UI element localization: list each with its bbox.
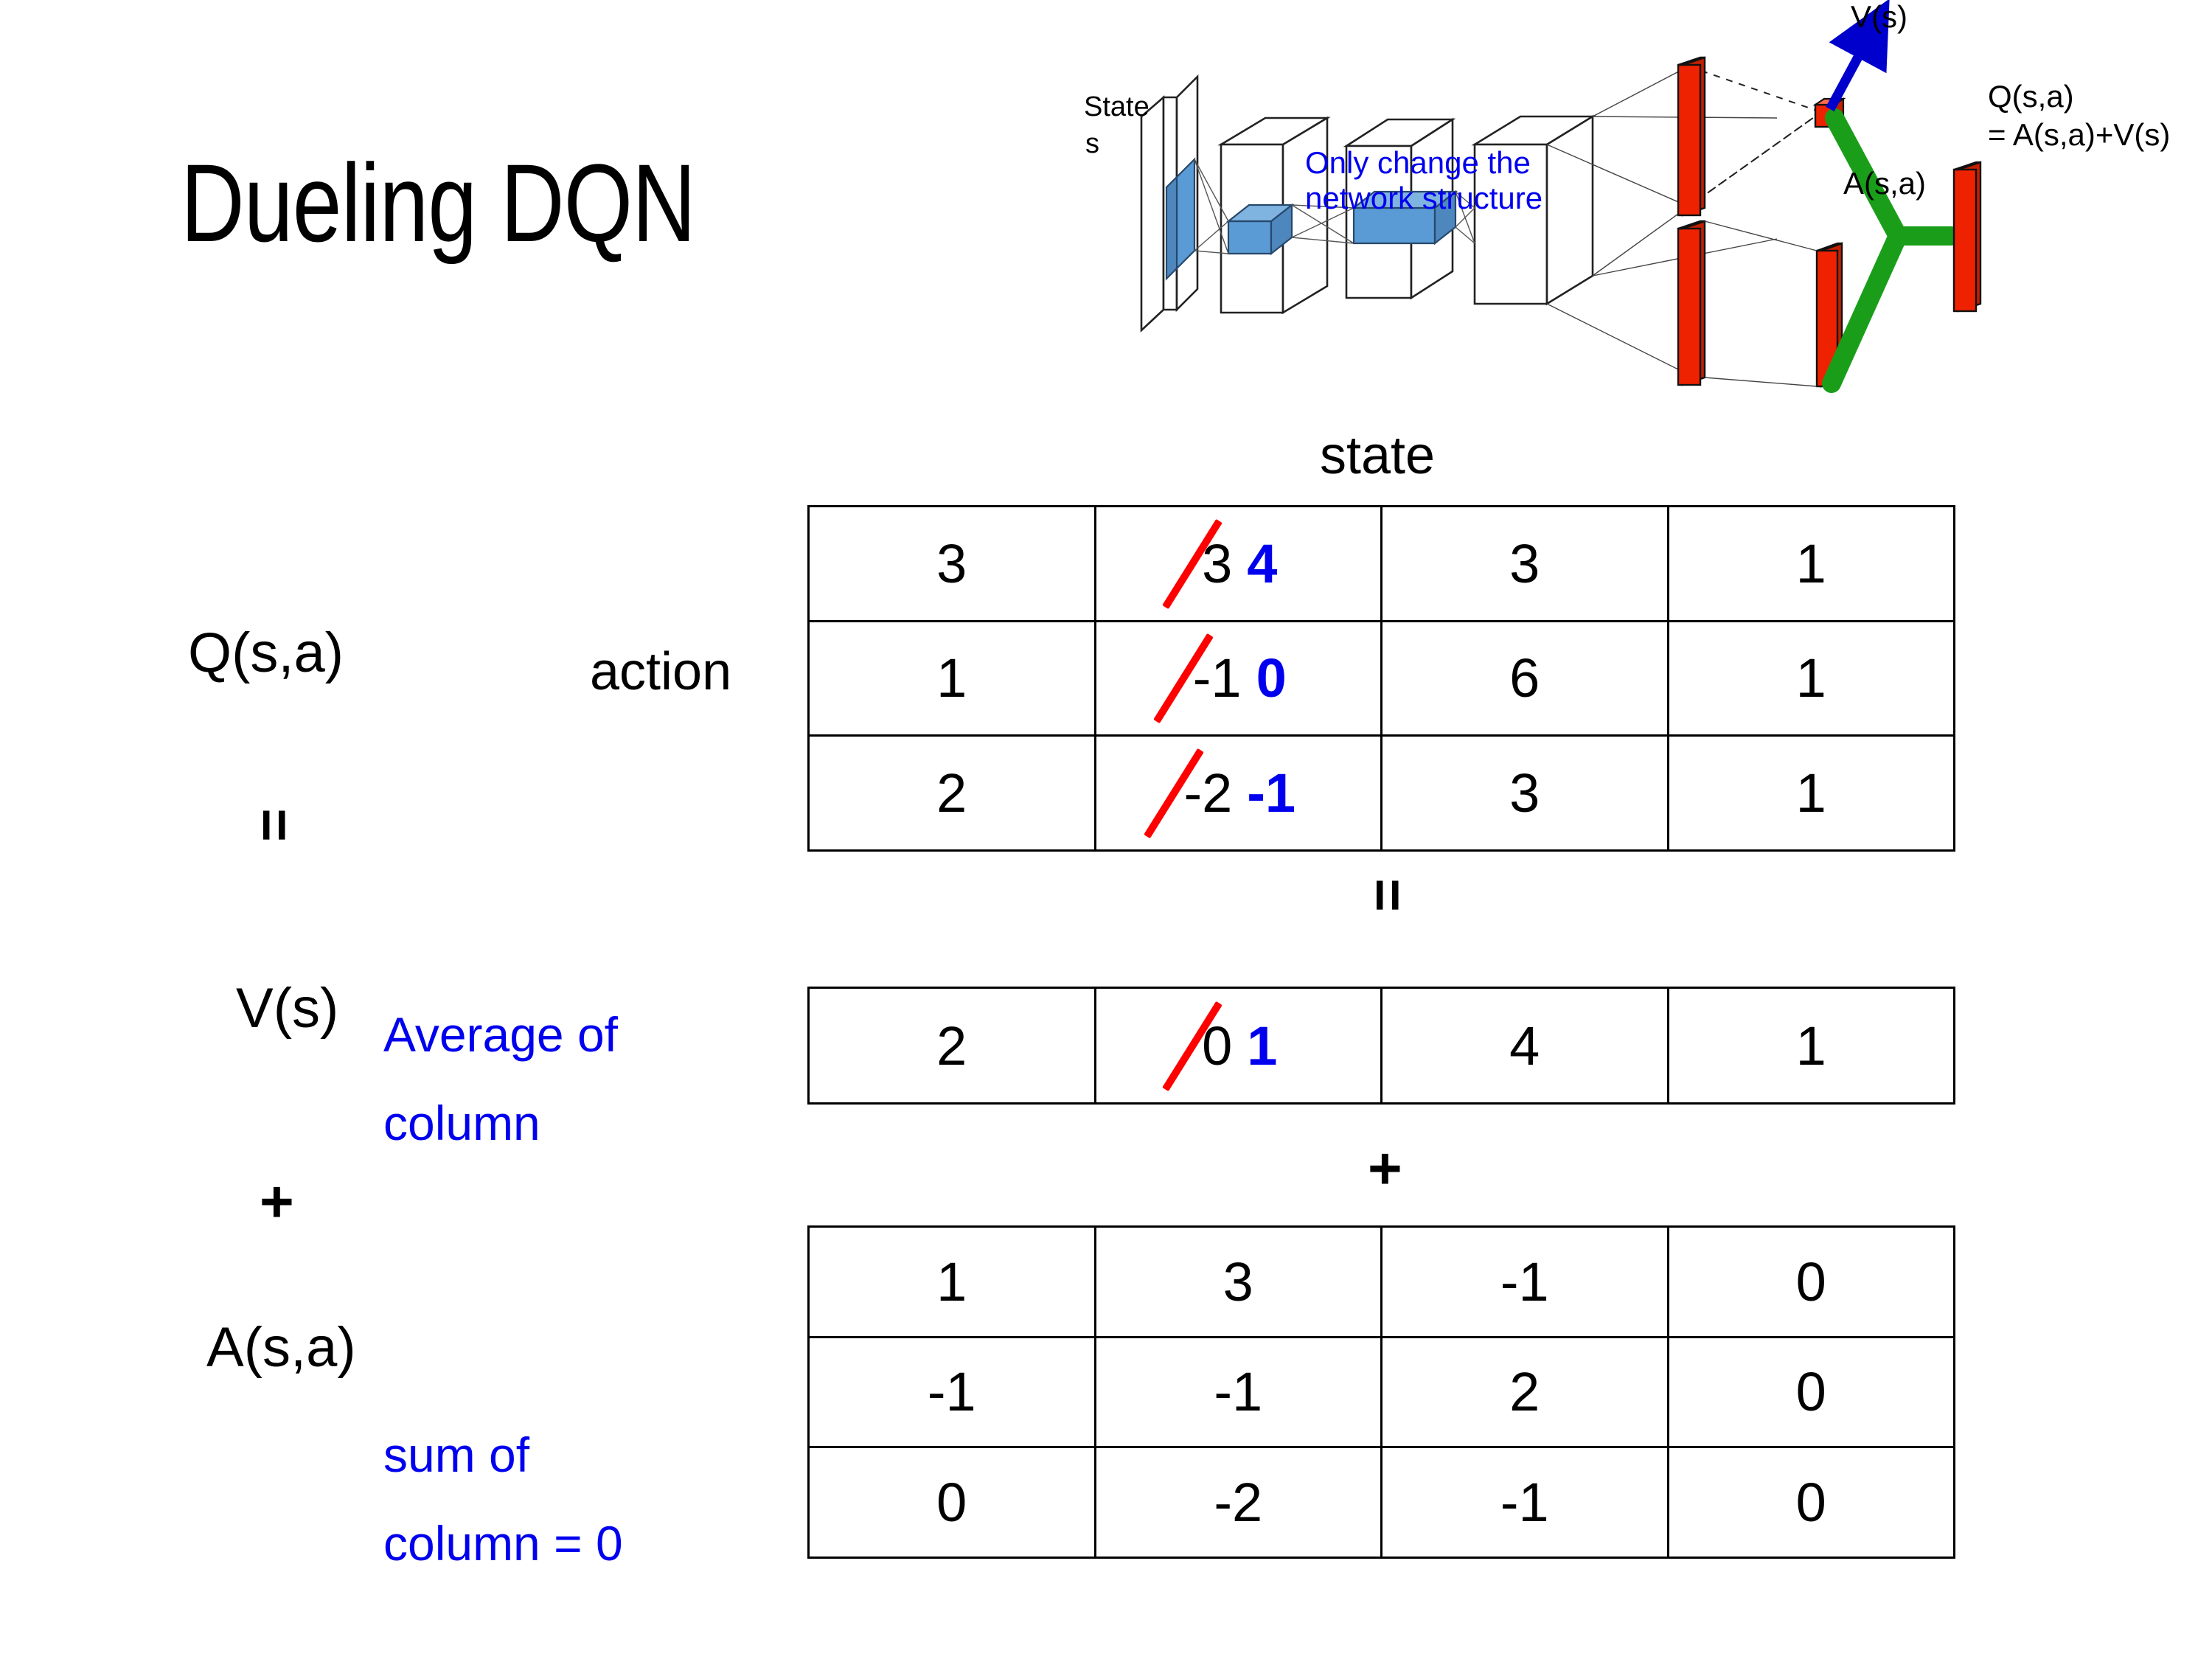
action-axis-label: action <box>590 642 732 701</box>
plus-left-sign: + <box>260 1169 294 1234</box>
diagram-output-label-line1: Q(s,a) <box>1988 79 2074 114</box>
table-cell[interactable]: -1 <box>1093 1335 1382 1449</box>
strikethrough-icon <box>1152 633 1214 724</box>
table-cell[interactable]: 3 <box>1380 734 1669 852</box>
table-cell[interactable]: 1 <box>1666 734 1955 852</box>
diagram-advantage-stream-label: A(s,a) <box>1843 166 1927 201</box>
table-cell[interactable]: 2 <box>807 987 1096 1105</box>
table-cell[interactable]: 0 <box>807 1446 1096 1559</box>
old-value: 0 <box>1162 1001 1235 1091</box>
table-cell-revised[interactable]: -2-1 <box>1093 734 1382 852</box>
table-cell[interactable]: 0 <box>1666 1335 1955 1449</box>
table-cell[interactable]: 2 <box>1380 1335 1669 1449</box>
equals-table-sign: = <box>1355 878 1421 912</box>
table-cell[interactable]: 1 <box>807 1225 1096 1338</box>
table-cell[interactable]: 6 <box>1380 619 1669 737</box>
strikethrough-icon <box>1144 748 1205 839</box>
diagram-note-line2: network structure <box>1305 181 1543 215</box>
diagram-value-stream-label: V(s) <box>1851 0 1907 34</box>
new-value: 0 <box>1256 647 1287 709</box>
a-note-line2: column = 0 <box>383 1516 623 1571</box>
new-value: -1 <box>1247 762 1296 824</box>
diagram-note-line1: Only change the <box>1305 145 1531 180</box>
state-axis-label: state <box>1320 426 1436 485</box>
page-title: Dueling DQN <box>181 141 696 265</box>
new-value: 4 <box>1247 532 1278 594</box>
table-cell[interactable]: 1 <box>1666 505 1955 622</box>
table-cell[interactable]: 2 <box>807 734 1096 852</box>
table-cell[interactable]: -1 <box>1380 1446 1669 1559</box>
table-cell[interactable]: 3 <box>807 505 1096 622</box>
diagram-input-label-line2: s <box>1085 128 1099 159</box>
q-label: Q(s,a) <box>188 622 344 684</box>
table-cell[interactable]: 1 <box>807 619 1096 737</box>
old-value: -1 <box>1152 633 1245 724</box>
table-cell[interactable]: 4 <box>1380 987 1669 1105</box>
strikethrough-icon <box>1162 1001 1222 1091</box>
diagram-output-label-line2: = A(s,a)+V(s) <box>1988 117 2171 152</box>
strikethrough-icon <box>1162 518 1222 609</box>
v-label: V(s) <box>236 977 339 1040</box>
old-value: -2 <box>1144 748 1235 839</box>
v-note-line2: column <box>383 1096 540 1150</box>
table-cell[interactable]: 0 <box>1666 1225 1955 1338</box>
old-value: 3 <box>1162 518 1235 609</box>
plus-table-sign: + <box>1368 1135 1402 1201</box>
v-note-line1: Average of <box>383 1007 619 1062</box>
equals-q-v-sign: = <box>242 808 307 842</box>
a-label: A(s,a) <box>206 1316 356 1379</box>
table-cell[interactable]: 3 <box>1093 1225 1382 1338</box>
table-cell[interactable]: 0 <box>1666 1446 1955 1559</box>
dueling-network-diagram: State s Only change the network structur… <box>1084 0 2212 413</box>
table-cell[interactable]: 3 <box>1380 505 1669 622</box>
table-cell[interactable]: 1 <box>1666 987 1955 1105</box>
a-note-line1: sum of <box>383 1427 530 1482</box>
table-cell[interactable]: -1 <box>807 1335 1096 1449</box>
new-value: 1 <box>1247 1015 1278 1077</box>
table-cell[interactable]: -2 <box>1093 1446 1382 1559</box>
diagram-input-label-line1: State <box>1084 91 1150 122</box>
table-cell[interactable]: 1 <box>1666 619 1955 737</box>
table-cell[interactable]: -1 <box>1380 1225 1669 1338</box>
